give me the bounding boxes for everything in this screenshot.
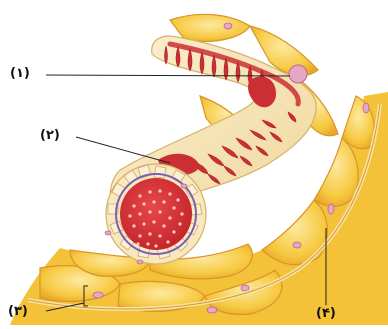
leader-line-2 bbox=[76, 137, 170, 163]
tubule-cross-section bbox=[106, 164, 206, 264]
label-1: (١) bbox=[10, 66, 30, 81]
nucleus-1 bbox=[289, 65, 307, 83]
label-2: (٢) bbox=[40, 128, 60, 143]
label-4: (۴) bbox=[316, 306, 336, 321]
label-3: (٣) bbox=[8, 304, 28, 319]
